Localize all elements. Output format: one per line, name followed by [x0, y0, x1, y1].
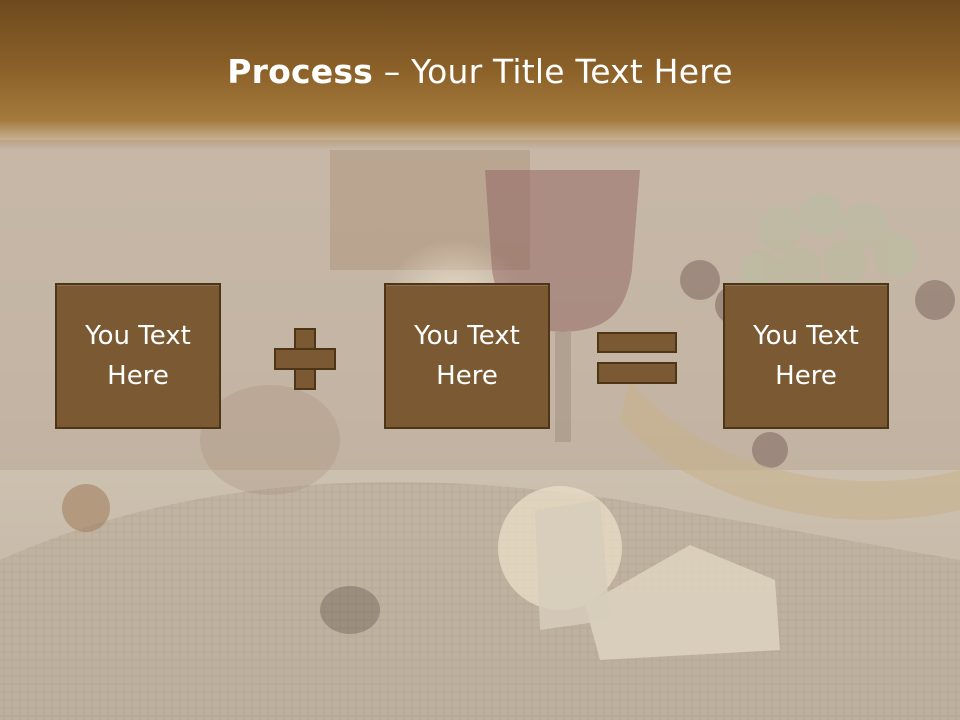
process-box-3[interactable]: You Text Here [723, 283, 889, 429]
box-line-1: You Text [85, 321, 191, 351]
box-text: You Text Here [736, 316, 876, 396]
box-text: You Text Here [397, 316, 537, 396]
box-line-1: You Text [414, 321, 520, 351]
process-box-2[interactable]: You Text Here [384, 283, 550, 429]
title-bar [0, 0, 960, 150]
equals-icon [597, 332, 677, 384]
box-line-2: Here [107, 361, 169, 391]
plus-icon [274, 328, 336, 390]
title-rest: – Your Title Text Here [373, 52, 733, 91]
slide-title: Process – Your Title Text Here [0, 52, 960, 91]
box-line-2: Here [775, 361, 837, 391]
process-box-1[interactable]: You Text Here [55, 283, 221, 429]
box-text: You Text Here [68, 316, 208, 396]
box-line-1: You Text [753, 321, 859, 351]
title-bold: Process [227, 52, 374, 91]
box-line-2: Here [436, 361, 498, 391]
